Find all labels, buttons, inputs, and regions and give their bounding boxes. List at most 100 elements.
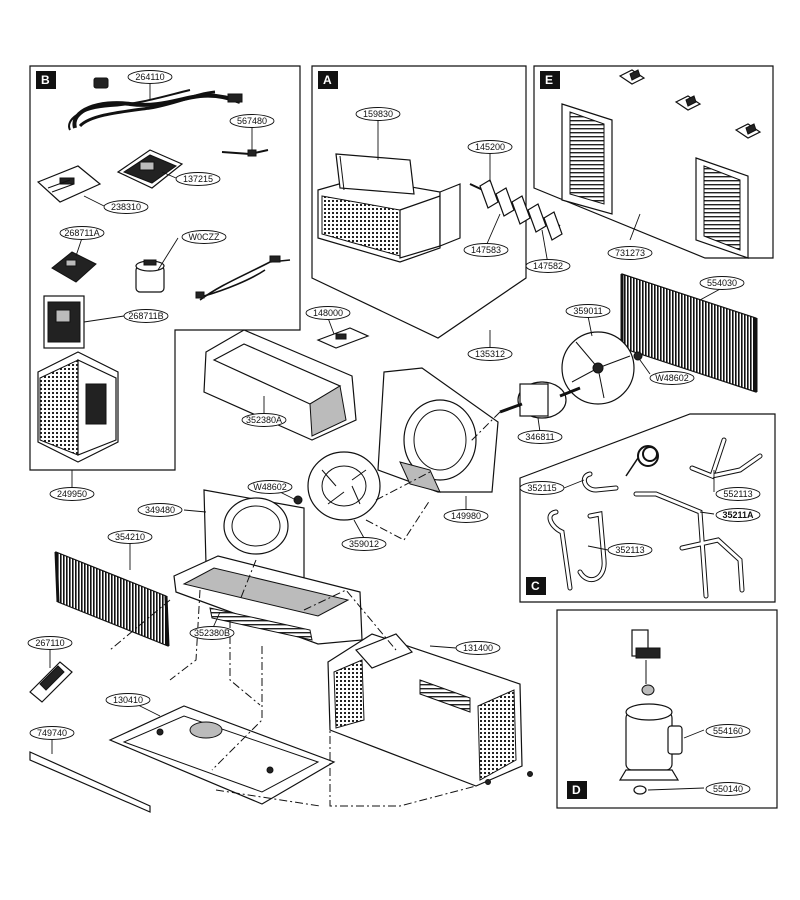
part-label-oval xyxy=(107,530,153,544)
bracket-part-3 xyxy=(734,123,762,139)
part-label-oval xyxy=(49,487,95,501)
section-c-badge xyxy=(526,577,546,595)
section-a-badge xyxy=(318,71,338,89)
part-number-text: 149980 xyxy=(451,511,481,521)
part-number-text: W0CZZ xyxy=(189,232,220,242)
condenser-coil-top-part xyxy=(620,273,758,393)
evaporator-coil-part xyxy=(54,551,170,647)
part-number-text: 145200 xyxy=(475,142,505,152)
section-c-border xyxy=(519,413,776,603)
part-label-oval xyxy=(705,782,751,796)
capacitor-part xyxy=(135,259,165,293)
pcb-a-part xyxy=(51,251,97,283)
part-label-131400: 131400 xyxy=(455,641,501,655)
rail-part xyxy=(29,751,151,813)
capillary-coil-part xyxy=(625,445,659,477)
section-b-border xyxy=(29,65,301,471)
section-b-group: B xyxy=(29,65,301,471)
section-c-group: C xyxy=(519,413,776,603)
part-number-text: 352115 xyxy=(527,483,556,493)
part-label-267110: 267110 xyxy=(27,636,73,650)
blower-wheel-part xyxy=(293,451,381,521)
part-number-text: 268711B xyxy=(128,311,163,321)
part-label-731273: 731273 xyxy=(607,246,653,260)
section-d-letter: D xyxy=(572,783,581,797)
part-label-oval xyxy=(341,537,387,551)
fan-shroud-part xyxy=(377,367,499,493)
section-e-border xyxy=(533,65,774,259)
part-number-text: 731273 xyxy=(615,248,645,258)
part-label-130410: 130410 xyxy=(105,693,151,707)
part-label-oval xyxy=(565,304,611,318)
part-label-oval xyxy=(715,508,761,522)
part-number-text: 159830 xyxy=(363,109,393,119)
side-curtain-left-part xyxy=(561,103,613,215)
remote-control-part xyxy=(29,661,73,703)
part-number-text: 554160 xyxy=(713,726,743,736)
tube-352113-part xyxy=(547,509,607,591)
section-d-badge xyxy=(567,781,587,799)
section-e-letter: E xyxy=(545,73,553,87)
part-label-oval xyxy=(127,70,173,84)
part-label-567480: 567480 xyxy=(229,114,275,128)
part-label-w0czz: W0CZZ xyxy=(181,230,227,244)
part-number-text: 352113 xyxy=(615,545,644,555)
part-number-text: 135312 xyxy=(475,349,505,359)
part-label-137215: 137215 xyxy=(175,172,221,186)
part-number-text: 552113 xyxy=(723,489,752,499)
part-label-238310: 238310 xyxy=(103,200,149,214)
part-number-text: 267110 xyxy=(35,638,64,648)
part-number-text: 359011 xyxy=(573,306,602,316)
part-number-text: 352380A xyxy=(246,415,282,425)
part-label-147583: 147583 xyxy=(463,243,509,257)
part-label-oval xyxy=(189,626,235,640)
part-number-text: 567480 xyxy=(237,116,267,126)
section-c-letter: C xyxy=(531,579,540,593)
part-label-oval xyxy=(519,481,565,495)
part-label-550140: 550140 xyxy=(705,782,751,796)
nut-part-1 xyxy=(633,351,643,361)
bracket-part-1 xyxy=(618,69,646,85)
tube-35211a-part xyxy=(633,491,745,599)
section-d-border xyxy=(556,609,778,809)
part-label-149980: 149980 xyxy=(443,509,489,523)
tube-352115-part xyxy=(581,471,619,493)
part-label-oval xyxy=(455,641,501,655)
part-label-oval xyxy=(715,487,761,501)
orifice-panel-part xyxy=(203,489,305,581)
part-number-text: 249950 xyxy=(57,489,87,499)
section-d-group: D xyxy=(556,609,778,809)
base-pan-part xyxy=(108,705,336,805)
bracket-148000-part xyxy=(316,327,370,349)
part-number-text: 550140 xyxy=(713,784,743,794)
part-number-text: 349480 xyxy=(145,505,175,515)
part-label-w48602a: W48602 xyxy=(649,371,695,385)
part-label-oval xyxy=(27,636,73,650)
part-number-text: 148000 xyxy=(313,308,343,318)
part-label-oval xyxy=(443,509,489,523)
part-number-text: 147582 xyxy=(533,261,563,271)
part-label-oval xyxy=(305,306,351,320)
part-label-352113: 352113 xyxy=(607,543,653,557)
part-number-text: 130410 xyxy=(113,695,143,705)
control-box-part xyxy=(37,351,119,463)
part-label-oval xyxy=(607,543,653,557)
wire-harness-part xyxy=(195,255,291,301)
wrapper-cabinet-part xyxy=(327,633,533,787)
section-b-letter: B xyxy=(41,73,50,87)
motor-part xyxy=(499,381,581,419)
part-number-text: W48602 xyxy=(655,373,689,383)
part-label-oval xyxy=(467,347,513,361)
part-label-oval xyxy=(123,309,169,323)
part-label-749740: 749740 xyxy=(29,726,75,740)
part-label-268711a: 268711A xyxy=(59,226,105,240)
part-number-text: 238310 xyxy=(111,202,141,212)
part-label-oval xyxy=(241,413,287,427)
bracket-part-2 xyxy=(674,95,702,111)
part-number-text: 35211A xyxy=(722,510,754,520)
part-label-oval xyxy=(137,503,183,517)
part-label-552113: 552113 xyxy=(715,487,761,501)
front-grille-part xyxy=(317,153,461,263)
part-number-text: 352380B xyxy=(194,628,230,638)
fan-blade-condenser-part xyxy=(561,331,635,405)
